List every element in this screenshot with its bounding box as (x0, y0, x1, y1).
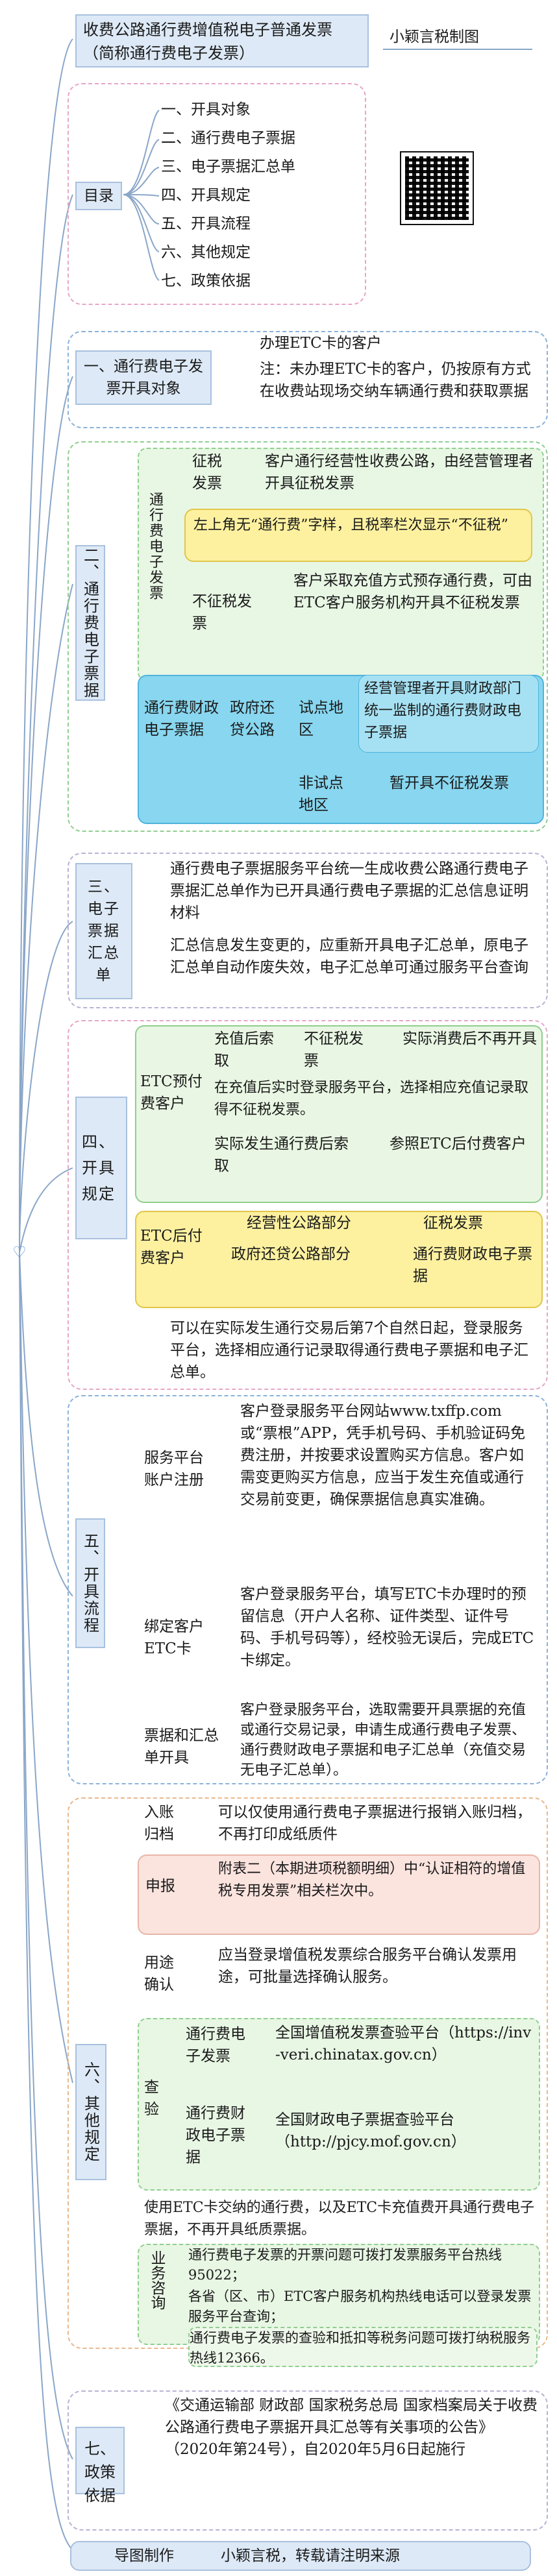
s2-nonpilot-label: 非试点地区 (299, 775, 343, 814)
section-4-label: 四、开具规定 (75, 1097, 127, 1239)
s4-postpaid-label: ETC后付费客户 (140, 1228, 203, 1267)
s4-post-op: 经营性公路部分 (247, 1215, 351, 1232)
s3-p2: 汇总信息发生变更的，应重新开具电子汇总单，原电子汇总单自动作废失效，电子汇总单可… (170, 937, 528, 976)
s2-vat-group (138, 448, 544, 681)
s2-nonlevy-text: 客户采取充值方式预存通行费，可由ETC客户服务机构开具不征税发票 (293, 572, 532, 611)
qr-code-image (400, 151, 474, 225)
s5-issue-text: 客户登录服务平台，选取需要开具票据的充值或通行交易记录，申请生成通行费电子发票、… (240, 1702, 526, 1779)
s6-consult-label: 业务咨询 (148, 2250, 165, 2310)
s4-prepaid-label: ETC预付费客户 (140, 1073, 203, 1112)
s6-verify-fin-text: 全国财政电子票据查验平台（http://pjcy.mof.gov.cn） (275, 2111, 466, 2150)
s4-post-opval: 征税发票 (423, 1215, 483, 1232)
page-title: 收费公路通行费增值税电子普通发票（简称通行费电子发票） (75, 14, 369, 67)
s4-pre-r1b: 不征税发票 (304, 1030, 364, 1069)
s5-issue-label: 票据和汇总单开具 (144, 1727, 219, 1766)
s6-etc-text: 使用ETC卡交纳的通行费，以及ETC卡充值费开具通行费电子票据，不再开具纸质票据… (144, 2200, 535, 2238)
s6-verify-group (138, 2018, 540, 2191)
toc-item[interactable]: 三、电子票据汇总单 (161, 158, 295, 175)
s4-prepaid-group (135, 1025, 543, 1203)
s6-verify-inv-label: 通行费电子发票 (186, 2026, 245, 2065)
toc-section (68, 83, 366, 305)
s6-acct-label: 入账归档 (144, 1804, 174, 1843)
section-3-label: 三、电子票据汇总单 (75, 863, 132, 999)
s5-bind-text: 客户登录服务平台，填写ETC卡办理时的预留信息（开户人名称、证件类型、证件号码、… (240, 1586, 534, 1669)
section-5 (68, 1395, 548, 1784)
s1-note: 注：未办理ETC卡的客户，仍按原有方式在收费站现场交纳车辆通行费和获取票据 (260, 361, 531, 400)
s4-pre-r1a: 充值后索取 (214, 1030, 274, 1069)
s7-text: 《交通运输部 财政部 国家税务总局 国家档案局关于收费公路通行费电子票据开具汇总… (165, 2397, 538, 2458)
section-5-label: 五、开具流程 (75, 1518, 105, 1648)
s4-post-govval: 通行费财政电子票据 (413, 1246, 532, 1285)
toc-item[interactable]: 六、其他规定 (161, 244, 251, 261)
section-7-label: 七、政策依据 (75, 2427, 125, 2505)
s2-pilot-text: 经营管理者开具财政部门统一监制的通行费财政电子票据 (358, 675, 539, 753)
footer-right: 小颖言税，转载请注明来源 (221, 2547, 400, 2564)
toc-item[interactable]: 一、开具对象 (161, 101, 251, 118)
toc-item[interactable]: 七、政策依据 (161, 273, 251, 289)
s4-pre-r1c: 实际消费后不再开具 (402, 1030, 537, 1047)
toc-item[interactable]: 四、开具规定 (161, 187, 251, 204)
s6-consult-t3: 通行费电子发票的查验和抵扣等税务问题可拨打纳税服务热线12366。 (188, 2327, 538, 2367)
heart-icon: ♡ (12, 1243, 27, 1261)
s6-decl-text: 附表二（本期进项税额明细）中“认证相符的增值税专用发票”相关栏次中。 (218, 1861, 526, 1899)
s6-decl-label: 申报 (145, 1878, 175, 1895)
author-label: 小颖言税制图 (390, 29, 479, 45)
s2-levy-text: 客户通行经营性收费公路，由经营管理者开具征税发票 (265, 453, 534, 492)
toc-item[interactable]: 二、通行费电子票据 (161, 130, 295, 147)
s6-verify-label: 查验 (144, 2079, 159, 2118)
section-1 (68, 331, 548, 428)
s2-nonpilot-text: 暂开具不征税发票 (390, 775, 509, 792)
author-underline (383, 49, 532, 50)
s6-confirm-label: 用途确认 (144, 1954, 174, 1993)
s4-postpaid-group (135, 1211, 543, 1308)
s4-pre-r3b: 参照ETC后付费客户 (390, 1136, 526, 1152)
s2-fin-label: 通行费财政电子票据 (144, 699, 219, 738)
s6-confirm-text: 应当登录增值税发票综合服务平台确认发票用途，可批量选择确认服务。 (218, 1947, 517, 1986)
s6-verify-fin-label: 通行费财政电子票据 (186, 2105, 245, 2166)
section-3 (68, 853, 548, 1008)
section-2-label: 二、通行费电子票据 (75, 545, 105, 701)
s5-reg-text: 客户登录服务平台网站www.txffp.com或“票根”APP，凭手机号码、手机… (240, 1403, 526, 1508)
s5-bind-label: 绑定客户ETC卡 (144, 1618, 204, 1657)
s2-pilot-label: 试点地区 (299, 699, 343, 738)
s2-nonlevy-marker: 左上角无“通行费”字样，且税率栏次显示“不征税” (184, 509, 532, 562)
section-7 (68, 2390, 548, 2531)
toc-list: 一、开具对象 二、通行费电子票据 三、电子票据汇总单 四、开具规定 五、开具流程… (161, 99, 362, 300)
s2-fin-road: 政府还贷公路 (230, 699, 275, 738)
s2-levy-label: 征税发票 (192, 453, 222, 492)
s6-consult-t1: 通行费电子发票的开票问题可拨打发票服务平台热线95022； (188, 2247, 502, 2283)
s5-reg-label: 服务平台账户注册 (144, 1450, 204, 1488)
section-1-label: 一、通行费电子发票开具对象 (75, 350, 212, 405)
s4-post-gov: 政府还贷公路部分 (231, 1246, 351, 1263)
s3-p1: 通行费电子票据服务平台统一生成收费公路通行费电子票据汇总单作为已开具通行费电子票… (170, 860, 528, 921)
toc-item[interactable]: 五、开具流程 (161, 215, 251, 232)
s4-note: 可以在实际发生通行交易后第7个自然日起，登录服务平台，选择相应通行记录取得通行费… (170, 1320, 528, 1381)
s4-pre-r2: 在充值后实时登录服务平台，选择相应充值记录取得不征税发票。 (214, 1080, 529, 1118)
s6-decl-group (138, 1854, 540, 1935)
s2-vat-group-label: 通行费电子发票 (147, 492, 163, 601)
s1-head: 办理ETC卡的客户 (260, 335, 382, 352)
section-6-label: 六、其他规定 (75, 2044, 106, 2180)
s6-consult-t2: 各省（区、市）ETC客户服务机构热线电话可以登录发票服务平台查询； (188, 2289, 532, 2324)
toc-label: 目录 (75, 182, 122, 210)
s6-verify-inv-text: 全国增值税发票查验平台（https://inv-veri.chinatax.go… (275, 2024, 532, 2063)
s2-nonlevy-label: 不征税发票 (192, 593, 252, 632)
section-4 (68, 1020, 548, 1390)
footer-left: 导图制作 (114, 2547, 174, 2564)
s4-pre-r3a: 实际发生通行费后索取 (214, 1136, 349, 1174)
section-2 (68, 441, 548, 832)
s6-acct-text: 可以仅使用通行费电子票据进行报销入账归档，不再打印成纸质件 (218, 1804, 532, 1843)
footer-bar (70, 2541, 531, 2571)
